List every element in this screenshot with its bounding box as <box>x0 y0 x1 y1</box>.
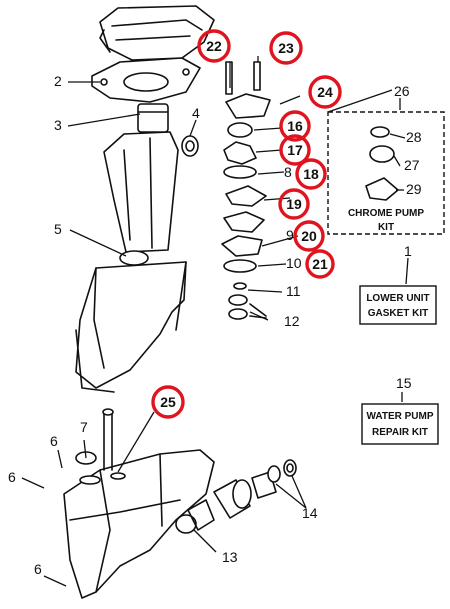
bearing-parts-14 <box>187 459 297 531</box>
callout-3: 3 <box>54 117 62 133</box>
callout-26: 26 <box>394 83 410 99</box>
callout-28: 28 <box>406 129 422 145</box>
svg-text:18: 18 <box>303 166 319 182</box>
callout-27: 27 <box>404 157 420 173</box>
circled-callout-16: 16 <box>279 110 311 142</box>
callout-14: 14 <box>302 505 318 521</box>
circled-callouts: 22 23 24 16 17 18 19 20 <box>151 29 342 419</box>
callout-5: 5 <box>54 221 62 237</box>
svg-text:19: 19 <box>286 196 302 212</box>
svg-text:24: 24 <box>317 84 333 100</box>
callout-8: 8 <box>284 164 292 180</box>
callout-7: 7 <box>80 419 88 435</box>
drive-shaft-housing-part <box>103 103 179 266</box>
svg-text:23: 23 <box>278 40 294 56</box>
circled-callout-21: 21 <box>305 249 335 279</box>
svg-text:20: 20 <box>301 228 317 244</box>
callout-2: 2 <box>54 73 62 89</box>
callout-11: 11 <box>286 283 301 299</box>
water-pump-stack <box>221 61 271 320</box>
chrome-pump-kit-label-line1: CHROME PUMP <box>348 208 424 219</box>
callout-10: 10 <box>286 255 302 271</box>
svg-text:16: 16 <box>287 118 303 134</box>
seal-part-4 <box>181 135 199 157</box>
highlight-ring <box>279 110 311 142</box>
circled-callout-20: 20 <box>293 220 325 252</box>
callout-15: 15 <box>396 375 412 391</box>
callout-13: 13 <box>222 549 238 565</box>
water-pump-repair-kit-label-line1: WATER PUMP <box>366 411 433 422</box>
callout-1: 1 <box>404 243 412 259</box>
lower-unit-gasket-kit-box: LOWER UNIT GASKET KIT <box>359 285 437 325</box>
circled-callout-22: 22 <box>197 29 231 63</box>
circled-callout-18: 18 <box>295 158 327 190</box>
circled-callout-24: 24 <box>308 75 342 109</box>
callout-12: 12 <box>284 313 300 329</box>
circled-callout-25: 25 <box>151 385 185 419</box>
circled-callout-19: 19 <box>278 188 310 220</box>
svg-text:21: 21 <box>312 256 328 272</box>
svg-text:17: 17 <box>287 142 303 158</box>
chrome-pump-kit-box: CHROME PUMP KIT <box>327 111 445 235</box>
highlight-ring <box>151 385 185 419</box>
highlight-ring <box>197 29 231 63</box>
highlight-ring <box>293 220 325 252</box>
highlight-ring <box>278 188 310 220</box>
highlight-ring <box>269 31 303 65</box>
callout-9: 9 <box>286 227 294 243</box>
water-pump-repair-kit-label-line2: REPAIR KIT <box>372 427 428 438</box>
highlight-ring <box>295 158 327 190</box>
svg-text:25: 25 <box>160 394 176 410</box>
lower-unit-gasket-kit-label-line1: LOWER UNIT <box>366 293 429 304</box>
highlight-ring <box>305 249 335 279</box>
lower-unit-gasket-kit-label-line2: GASKET KIT <box>368 308 429 319</box>
water-pump-repair-kit-box: WATER PUMP REPAIR KIT <box>361 403 439 445</box>
o-ring-part-13 <box>175 514 197 534</box>
callout-6-lower: 6 <box>34 561 42 577</box>
callout-6-middle: 6 <box>8 469 16 485</box>
circled-callout-17: 17 <box>279 134 311 166</box>
top-cover-part <box>99 5 215 61</box>
callout-29: 29 <box>406 181 422 197</box>
gasket-plate-part <box>91 57 201 103</box>
chrome-pump-kit-label-line2: KIT <box>378 222 394 233</box>
highlight-ring <box>279 134 311 166</box>
lower-unit-body-part <box>75 261 187 393</box>
leader-lines <box>21 56 409 587</box>
callout-numbers: 2 3 4 5 8 9 10 11 12 26 28 27 29 1 15 7 … <box>8 73 422 577</box>
callout-4: 4 <box>192 105 200 121</box>
callout-6-upper: 6 <box>50 433 58 449</box>
circled-callout-23: 23 <box>269 31 303 65</box>
svg-text:22: 22 <box>206 38 222 54</box>
highlight-ring <box>308 75 342 109</box>
